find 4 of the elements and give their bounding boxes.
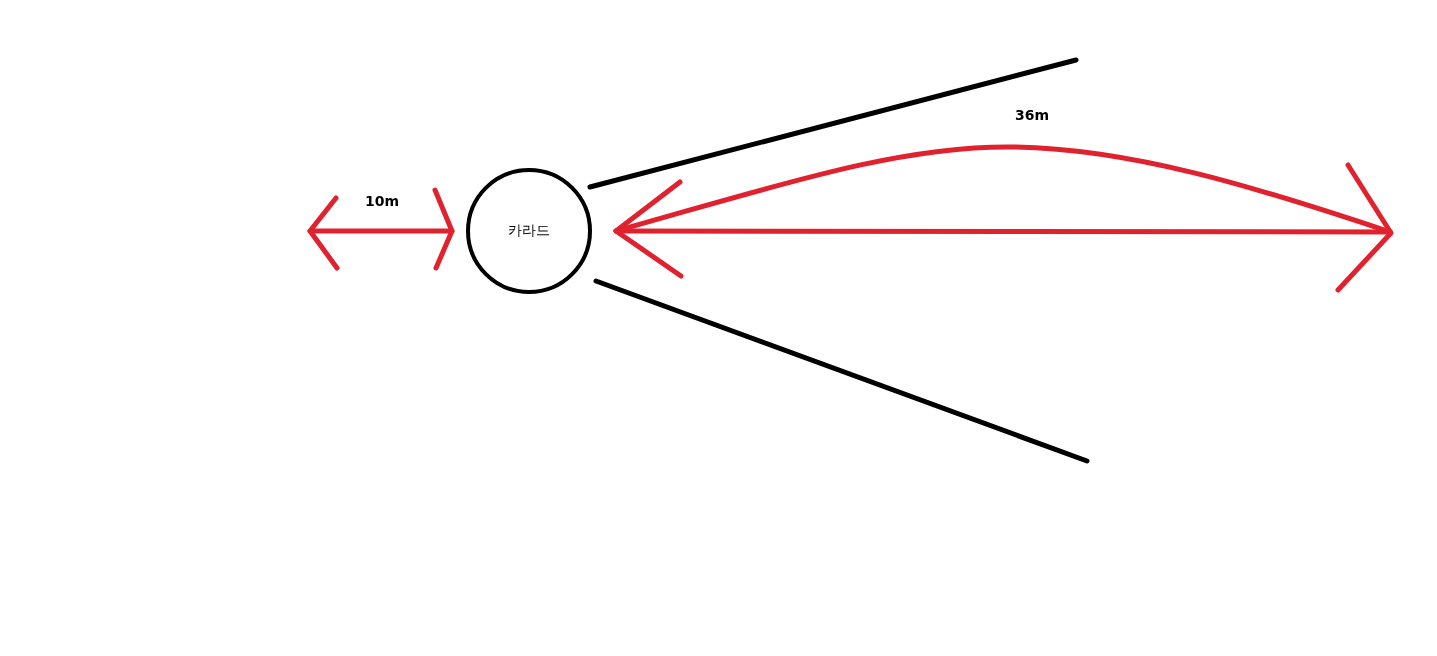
- dimension-label: 10m: [365, 193, 400, 209]
- circle-node: [466, 168, 592, 294]
- node-label: 카라드: [508, 222, 550, 240]
- dimension-label: 36m: [1015, 107, 1050, 123]
